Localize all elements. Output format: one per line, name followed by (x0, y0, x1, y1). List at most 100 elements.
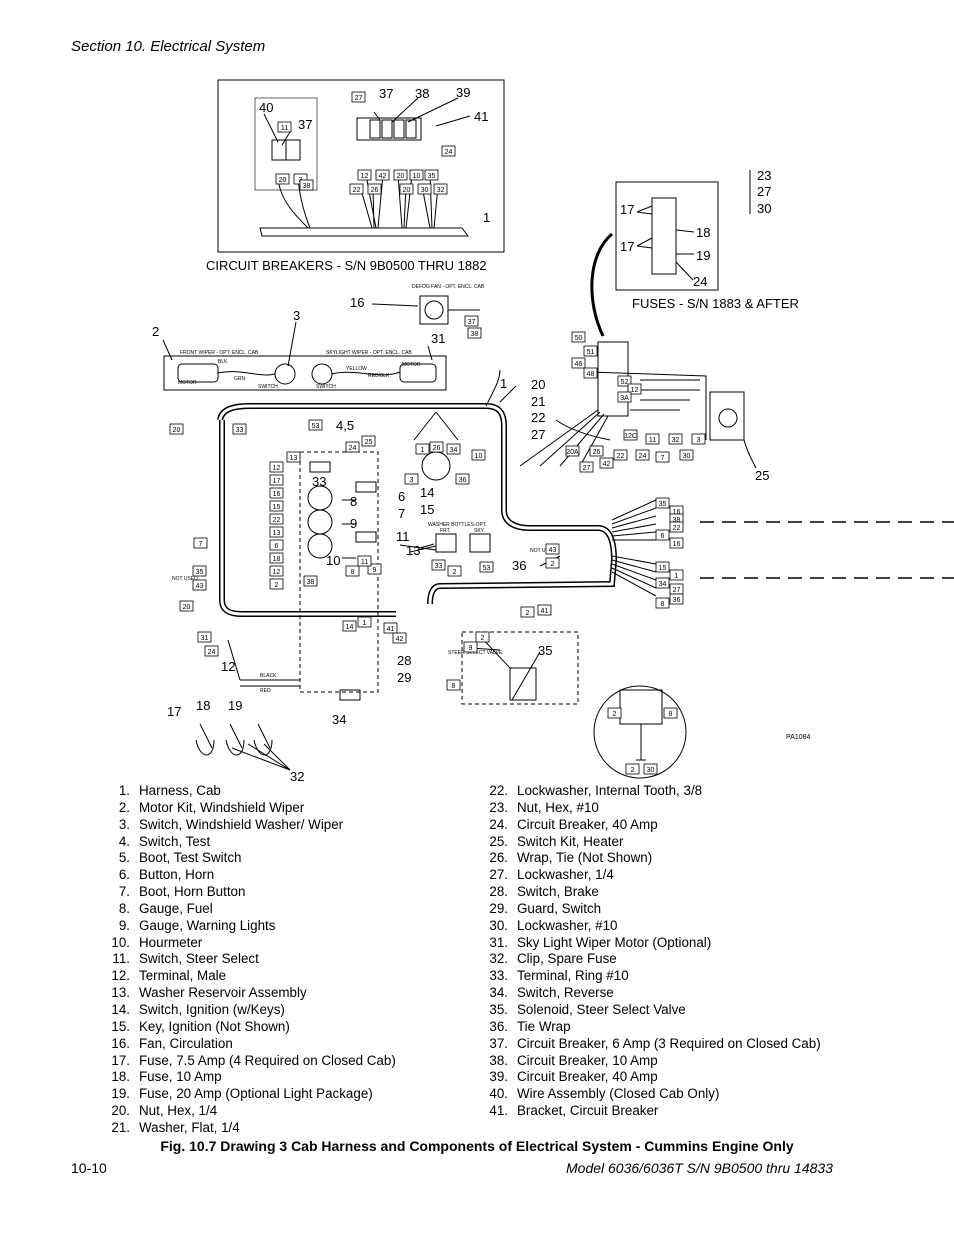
wire-tag-box (446, 443, 461, 455)
fuse-inset-frame (615, 181, 719, 291)
wire-tag-label: 16 (673, 509, 681, 516)
wire-tag-label: 34 (450, 447, 458, 454)
wire-tag-label: 15 (273, 504, 281, 511)
wire-tag-label: 2 (613, 711, 617, 718)
front-motor-label: MOTOR (178, 380, 197, 386)
wire-tag-label: 42 (396, 636, 404, 643)
legend-item: 25.Switch Kit, Heater (482, 834, 821, 851)
section-header: Section 10. Electrical System (71, 38, 266, 55)
callout-33: 33 (312, 474, 326, 489)
wire-tag-box (179, 600, 194, 612)
legend-item-number: 33. (489, 968, 508, 984)
wire-tag-label: 12 (631, 387, 639, 394)
legend-item: 2.Motor Kit, Windshield Wiper (104, 800, 396, 817)
page-number: 10-10 (71, 1160, 107, 1176)
callout-6: 6 (398, 489, 405, 504)
wire-tag-label: 12 (273, 465, 281, 472)
legend-item-number: 30. (489, 917, 508, 933)
wire-tag-box (617, 375, 632, 387)
legend-item: 3.Switch, Windshield Washer/ Wiper (104, 817, 396, 834)
callout-8: 8 (350, 494, 357, 509)
wire-tag-label: 8 (661, 601, 665, 608)
wire-tag-label: 20 (183, 604, 191, 611)
legend-item: 30. Lockwasher, #10 (482, 918, 821, 935)
legend-item: 20.Nut, Hex, 1/4 (104, 1103, 396, 1120)
wire-tag-label: 24 (349, 445, 357, 452)
legend-item-number: 38. (489, 1052, 508, 1068)
legend-item-number: 41. (489, 1103, 508, 1119)
wire-tag-box (635, 449, 650, 461)
wire-tag-box (691, 433, 706, 445)
wire-tag-label: 22 (617, 453, 625, 460)
wire-tag-label: 12 (361, 173, 369, 180)
wire-black-label: BLACK (260, 673, 277, 679)
wire-tag-label: 17 (273, 478, 281, 485)
wire-tag-box (269, 474, 284, 486)
wire-tag-box (679, 449, 694, 461)
callout-7: 7 (398, 506, 405, 521)
wire-tag-label: 35 (196, 569, 204, 576)
legend-item-text: Fuse, 20 Amp (Optional Light Package) (139, 1086, 373, 1102)
wire-tag-box (357, 555, 372, 567)
legend-item-text: Switch, Steer Select (139, 951, 259, 967)
callout-35: 35 (538, 643, 552, 658)
defog-fan-label: DEFOG FAN - OPT. ENCL. CAB (412, 284, 485, 290)
callout-3: 3 (293, 308, 300, 323)
wire-tag-box (299, 179, 314, 191)
wire-yellow-label: YELLOW (346, 366, 367, 372)
callout-22: 22 (531, 410, 545, 425)
wire-tag-label: 14 (346, 624, 354, 631)
legend-item-text: Fuse, 7.5 Amp (4 Required on Closed Cab) (139, 1052, 396, 1068)
wire-tag-box (545, 557, 560, 569)
skylight-motor-label: MOTOR (402, 362, 421, 368)
wire-tag-box (275, 173, 290, 185)
legend-item-text: Terminal, Male (139, 968, 227, 984)
wire-tag-label: 9 (373, 567, 377, 574)
wire-tag-label: 24 (208, 649, 216, 656)
callout-28: 28 (397, 653, 411, 668)
wire-tag-label: 46 (575, 361, 583, 368)
model-footer: Model 6036/6036T S/N 9B0500 thru 14833 (566, 1160, 833, 1176)
callout-27: 27 (531, 427, 545, 442)
legend-item: 17.Fuse, 7.5 Amp (4 Required on Closed C… (104, 1052, 396, 1070)
legend-item-text: Terminal, Ring #10 (517, 968, 629, 984)
legend-item: 5.Boot, Test Switch (104, 850, 396, 867)
legend-item: 33. Terminal, Ring #10 (482, 968, 821, 985)
circuit-breaker-inset-frame (217, 79, 505, 253)
legend-item-text: Washer Reservoir Assembly (139, 985, 307, 1001)
front-wiper-label: FRONT WIPER - OPT. ENCL. CAB (180, 350, 259, 356)
wire-tag-box (269, 539, 284, 551)
legend-item-text: Wrap, Tie (Not Shown) (517, 850, 653, 866)
wire-grn-label: GRN (234, 376, 246, 382)
legend-item-number: 18. (111, 1069, 130, 1085)
wire-tag-label: 42 (603, 461, 611, 468)
wire-tag-label: 2 (526, 610, 530, 617)
wire-tag-box (367, 563, 382, 575)
legend-item-number: 34. (489, 985, 508, 1001)
callout-41: 41 (474, 109, 488, 124)
wire-tag-label: 35 (659, 501, 667, 508)
legend-item-text: Gauge, Fuel (139, 900, 213, 916)
callout-29: 29 (397, 670, 411, 685)
wire-tag-box (446, 679, 461, 691)
wire-tag-box (415, 443, 430, 455)
wire-tag-label: 2 (453, 569, 457, 576)
wire-tag-box (429, 441, 444, 453)
legend-item: 37.Circuit Breaker, 6 Amp (3 Required on… (482, 1036, 820, 1053)
callout-25: 25 (755, 468, 769, 483)
callout-1: 1 (483, 210, 490, 225)
legend-item-text: Lockwasher, #10 (517, 917, 618, 933)
wire-tag-label: 10 (413, 173, 421, 180)
legend-item-number: 6. (118, 867, 130, 883)
legend-item-number: 13. (111, 985, 130, 1001)
legend-item: 21.Washer, Flat, 1/4 (104, 1120, 396, 1137)
callout-17: 17 (167, 704, 181, 719)
wire-tag-box (383, 622, 398, 634)
wire-tag-box (269, 578, 284, 590)
wire-tag-label: 50 (575, 335, 583, 342)
wire-tag-label: 12 (273, 569, 281, 576)
legend-item: 12.Terminal, Male (104, 968, 396, 985)
callout-15: 15 (420, 502, 434, 517)
callout-37: 37 (379, 86, 393, 101)
